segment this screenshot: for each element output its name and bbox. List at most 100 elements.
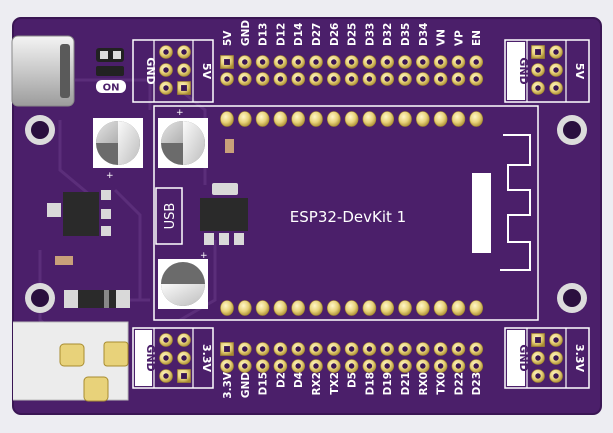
pin-label: 5V [222,30,234,46]
module-pad [220,111,234,127]
pin-label: D15 [258,372,270,395]
module-pad [380,300,395,316]
pin-label: D27 [311,23,323,46]
module-pad [238,111,252,127]
pin-label: D12 [275,23,287,46]
power-block-top-right: GND 5V [504,39,590,103]
usb-label: USB [163,203,178,230]
module-pad [326,111,341,127]
module-pad [433,300,448,316]
pin-label: D35 [400,23,412,46]
module-pad [220,300,234,316]
pin-label: GND [240,20,252,46]
pin-label: D14 [293,23,305,46]
pin-label: D21 [400,372,412,395]
volt-label: 5V [200,63,213,80]
power-block-bottom-left: GND 3.3V [132,327,214,389]
pin-label: D23 [471,372,483,395]
capacitor-2: + [158,108,208,168]
diode [64,290,130,308]
module-pad [255,300,270,316]
pin-label: D22 [453,372,465,395]
pin-label: D34 [418,23,430,46]
usb-c-connector [11,35,75,107]
antenna-bar [472,173,491,253]
module-pad [238,300,252,316]
module-pad [273,300,288,316]
svg-text:+: + [176,108,184,118]
mounting-hole-top-left [25,115,55,145]
power-block-top-left: GND 5V [132,39,214,103]
on-label: ON [103,83,120,94]
capacitor-1: + [93,118,143,181]
pcb-edge [12,17,602,415]
module-pad [326,300,341,316]
module-pad [469,111,484,127]
pin-label: VN [436,29,448,46]
module-pad [344,300,359,316]
module-pad [398,111,412,127]
volt-label: 3.3V [573,344,586,372]
pin-label: VP [453,30,465,46]
module-pad [433,111,448,127]
pin-label: D4 [293,372,305,388]
module-pad [344,111,359,127]
module-pad [362,111,377,127]
module-pad [255,111,270,127]
antenna-trace [500,134,531,271]
pin-label: D26 [329,23,341,46]
gnd-label: GND [144,57,157,84]
module-pad [451,300,466,316]
power-block-bottom-right: GND 3.3V [504,327,590,389]
pin-label: D33 [364,23,376,46]
pin-label: D32 [382,23,394,46]
sot-transistor [47,190,111,236]
board-name: ESP32-DevKit 1 [290,208,406,226]
module-pad [398,300,412,316]
esp32-module: ESP32-DevKit 1 [153,105,539,321]
gnd-label: GND [517,344,530,371]
pin-label: RX0 [418,372,430,396]
module-pad [291,111,306,127]
barrel-jack [13,321,129,402]
volt-label: 5V [573,63,586,80]
module-pad [309,300,323,316]
module-pad [415,300,430,316]
bottom-header: 3.3V GND D15 D2 D4 RX2 TX2 D5 D18 D19 D21 RX0 TX0 D22… [220,342,483,399]
pin-label: D18 [364,372,376,395]
module-pad [380,111,395,127]
voltage-regulator [200,183,248,245]
resistor-1 [55,256,73,265]
gnd-label: GND [517,57,530,84]
pin-label: D13 [258,23,270,46]
module-pad [273,111,288,127]
module-pad [415,111,430,127]
mounting-hole-bottom-right [557,283,587,313]
mounting-hole-bottom-left [25,283,55,313]
power-switch: ON [96,48,126,94]
module-pad [291,300,306,316]
svg-text:+: + [200,251,208,261]
pin-label: TX0 [436,372,448,395]
pin-label: GND [240,372,252,398]
module-pad [362,300,377,316]
pin-label: RX2 [311,372,323,396]
mounting-hole-top-right [557,115,587,145]
pin-label: D5 [347,372,359,388]
module-pad [451,111,466,127]
resistor-2 [225,139,234,153]
module-pad [469,300,484,316]
pin-label: D25 [347,23,359,46]
volt-label: 3.3V [200,344,213,372]
pin-label: D19 [382,372,394,395]
capacitor-3: + [158,251,208,309]
gnd-label: GND [144,344,157,371]
usb-label-box: USB [155,187,183,245]
pin-label: 3.3V [222,371,234,399]
module-pad [309,111,323,127]
pin-label: TX2 [329,372,341,395]
mounting-holes [25,115,587,313]
pin-label: D2 [275,372,287,388]
